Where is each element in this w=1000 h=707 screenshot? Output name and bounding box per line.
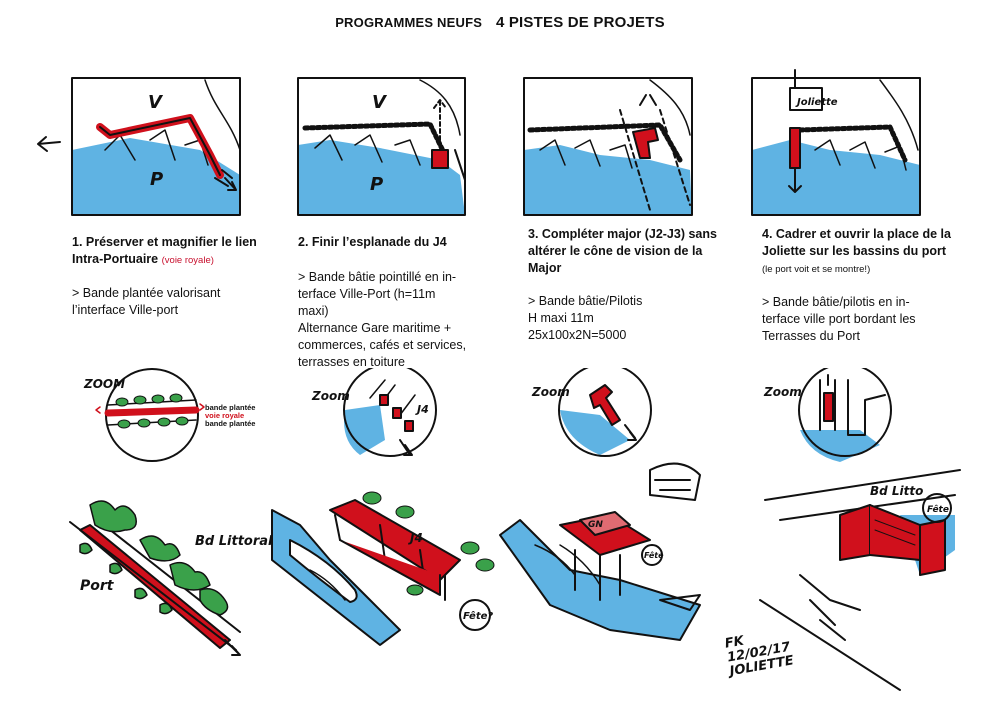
page-title: PROGRAMMES NEUFS 4 PISTES DE PROJETS: [0, 14, 1000, 31]
zoom-4-label: Zoom: [763, 385, 802, 399]
panel-2-body-line: > Bande bâtie pointillé en in-: [298, 270, 457, 284]
title-right: 4 PISTES DE PROJETS: [495, 14, 665, 31]
map-4: [751, 69, 921, 216]
map-2-label-p: P: [370, 174, 383, 195]
zoom-3: [558, 368, 652, 457]
legend-item: voie royale: [205, 411, 245, 420]
zoom-2-label: Zoom: [311, 389, 350, 403]
panel-1-heading-note: (voie royale): [161, 255, 214, 266]
panel-2-body-line: commerces, cafés et services,: [298, 338, 467, 352]
panel-4-body-line: terface ville port bordant les: [762, 312, 916, 326]
panel-4-body-line: > Bande bâtie/pilotis en in-: [762, 295, 910, 309]
zoom-3-label: Zoom: [531, 385, 570, 399]
panel-2-heading-main: 2. Finir l’esplanade du J4: [298, 235, 447, 249]
perspective-2-label-fete: Fête?: [463, 610, 493, 622]
map-1-label-p: P: [150, 169, 163, 190]
panel-1-body: > Bande plantée valorisant l’interface V…: [72, 285, 277, 319]
panel-1-body-line: > Bande plantée valorisant: [72, 286, 221, 300]
legend-item: bande plantée: [205, 419, 256, 428]
panel-2-body-line: Alternance Gare maritime +: [298, 321, 452, 335]
panel-4-text: 4. Cadrer et ouvrir la place de la Jolie…: [762, 226, 952, 345]
panel-2-body-line: terface Ville-Port (h=11m: [298, 287, 436, 301]
panel-1-heading-main: 1. Préserver et magnifier le lien Intra-…: [72, 235, 257, 266]
panel-1-heading: 1. Préserver et magnifier le lien Intra-…: [72, 234, 277, 269]
map-4-label-joliette: Joliette: [795, 97, 838, 108]
panel-1-text: 1. Préserver et magnifier le lien Intra-…: [72, 234, 277, 319]
panel-3-body-line: H maxi 11m: [528, 311, 594, 325]
map-2-label-v: V: [372, 92, 388, 113]
map-1: [37, 77, 241, 216]
panel-4-heading: 4. Cadrer et ouvrir la place de la Jolie…: [762, 226, 952, 278]
panel-3-heading: 3. Compléter major (J2-J3) sans altérer …: [528, 226, 718, 277]
perspective-1-label-port: Port: [80, 578, 115, 594]
perspective-2: [271, 491, 495, 646]
perspective-3: [499, 462, 701, 641]
panel-4-heading-main: 4. Cadrer et ouvrir la place de la Jolie…: [762, 227, 951, 258]
legend-item: bande plantée: [205, 403, 256, 412]
perspective-4-label-fete: Fête: [927, 504, 949, 515]
perspective-sketches: Bd Littoral Port J4 Fête?: [69, 462, 961, 691]
zoom-2: [343, 368, 437, 457]
panel-2-body: > Bande bâtie pointillé en in- terface V…: [298, 269, 498, 371]
panel-3-heading-main: 3. Compléter major (J2-J3) sans altérer …: [528, 227, 717, 275]
perspective-1-label-bd: Bd Littoral: [195, 534, 273, 549]
panel-4-heading-note: (le port voit et se montre!): [762, 264, 871, 275]
panel-2-body-line: terrasses en toiture: [298, 355, 405, 369]
panel-3-text: 3. Compléter major (J2-J3) sans altérer …: [528, 226, 718, 344]
perspective-4: [759, 469, 961, 691]
zoom-2-tag: J4: [415, 403, 429, 416]
panel-2-text: 2. Finir l’esplanade du J4 > Bande bâtie…: [298, 234, 498, 371]
title-left: PROGRAMMES NEUFS: [335, 15, 483, 30]
panel-4-body: > Bande bâtie/pilotis en in- terface vil…: [762, 294, 952, 345]
map-2: [297, 77, 466, 216]
zoom-4: [798, 368, 892, 462]
perspective-3-label-gn: GN: [588, 520, 603, 530]
perspective-4-label-bd: Bd Litto: [870, 484, 923, 498]
panel-2-body-line: maxi): [298, 304, 329, 318]
zoom-circles: ZOOM Zoom J4 Zoom Zoom: [83, 368, 892, 462]
panel-3-body-line: > Bande bâtie/Pilotis: [528, 294, 643, 308]
perspective-1: [69, 500, 241, 656]
zoom-1-label: ZOOM: [83, 377, 125, 391]
map-3: [523, 77, 693, 216]
panel-3-body: > Bande bâtie/Pilotis H maxi 11m 25x100x…: [528, 293, 718, 344]
panel-1-body-line: l’interface Ville-port: [72, 303, 179, 317]
map-1-label-v: V: [148, 92, 164, 113]
site-maps: V P V P: [37, 69, 921, 216]
panel-3-body-line: 25x100x2N=5000: [528, 328, 627, 342]
perspective-3-label-fete: Fête: [644, 550, 664, 560]
perspective-2-label-j4: J4: [408, 531, 423, 545]
panel-2-heading: 2. Finir l’esplanade du J4: [298, 234, 498, 251]
zoom-1: [95, 368, 205, 462]
panel-4-body-line: Terrasses du Port: [762, 329, 860, 343]
zoom-1-legend: bande plantée voie royale bande plantée: [205, 404, 255, 428]
